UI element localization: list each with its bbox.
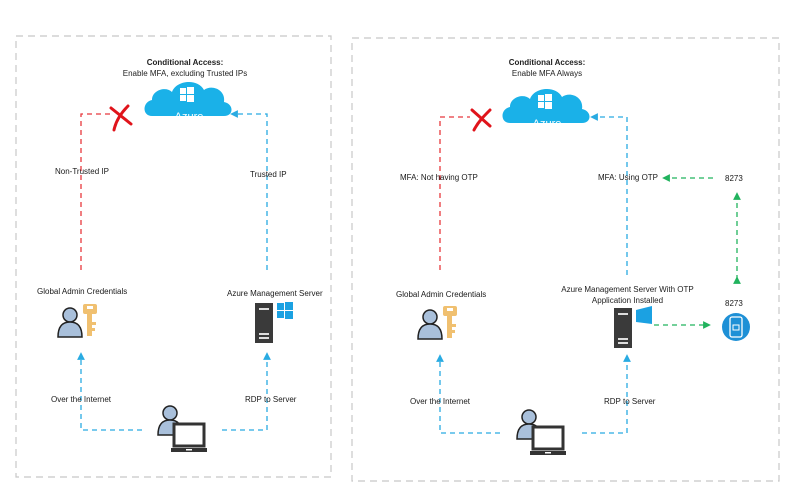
rdp-label: RDP to Server [604,397,656,406]
server-label-line1: Azure Management Server With OTP [561,285,694,294]
windows-server-icon [255,303,273,343]
left-panel-title: Conditional Access: Enable MFA, excludin… [100,57,270,79]
internet-label: Over the Internet [51,395,112,404]
trusted-ip-label: Trusted IP [250,170,287,179]
otp-code-device: 8273 [725,299,743,308]
using-otp-path [590,113,628,275]
no-otp-label: MFA: Not having OTP [400,173,478,182]
rdp-path [582,354,631,434]
cloud-label: Azure [175,111,204,123]
server-label-line2: Application Installed [591,296,664,305]
red-x-icon [109,104,133,132]
key-icon [443,306,457,338]
trusted-path [230,110,268,270]
otp-code-top: 8273 [725,174,743,183]
using-otp-label: MFA: Using OTP [598,173,659,182]
title-line2: Enable MFA Always [511,69,583,78]
title-line1: Conditional Access: [146,58,224,67]
windows-logo-icon [277,302,293,319]
right-panel-border [351,37,780,482]
internet-label: Over the Internet [410,397,471,406]
laptop-icon [528,425,568,457]
rdp-label: RDP to Server [245,395,297,404]
global-admin-label: Global Admin Credentials [396,290,487,299]
server-otp-label: Azure Management Server With OTP Applica… [555,284,700,306]
mobile-phone-icon [722,313,750,341]
red-x-icon [470,108,492,132]
rdp-path [222,352,271,431]
title-line2: Enable MFA, excluding Trusted IPs [122,69,248,78]
right-panel-title: Conditional Access: Enable MFA Always [462,57,632,79]
non-trusted-ip-label: Non-Trusted IP [55,167,109,176]
windows-logo-icon [636,306,652,324]
key-icon [83,304,97,336]
cloud-label: Azure [533,118,562,130]
internet-path [77,352,142,431]
global-admin-label: Global Admin Credentials [37,287,128,296]
laptop-icon [169,422,209,454]
internet-path [436,354,500,434]
non-trusted-path [80,113,113,270]
no-otp-path [439,116,470,270]
server-label: Azure Management Server [227,289,323,298]
title-line1: Conditional Access: [508,58,586,67]
admin-user-icon [57,307,83,338]
server-icon [614,308,632,348]
admin-user-icon [417,309,443,340]
left-panel-border [15,35,332,478]
